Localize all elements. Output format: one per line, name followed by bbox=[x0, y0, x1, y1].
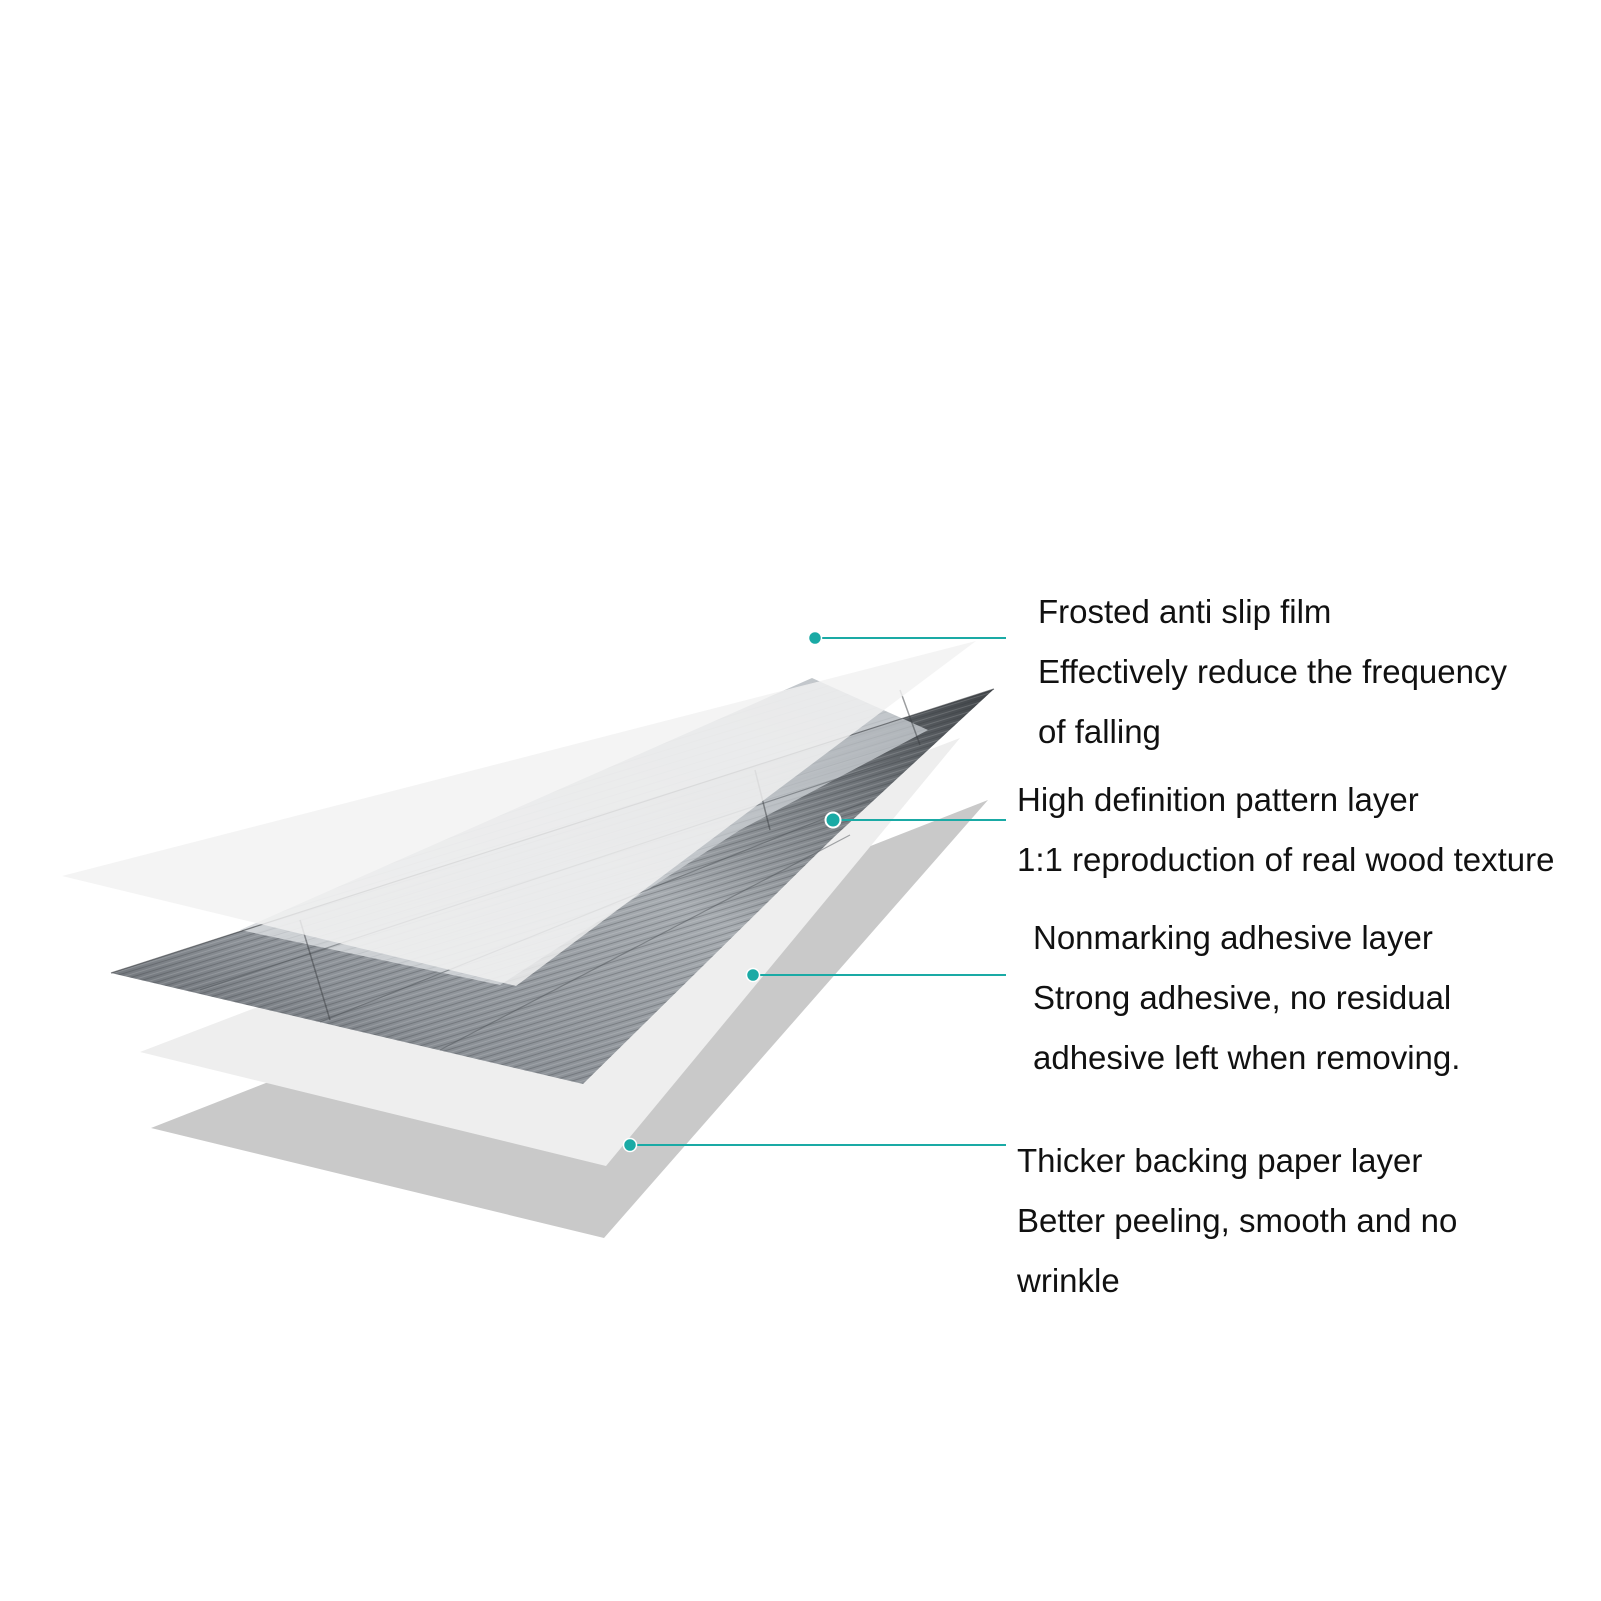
label-film-desc-1: Effectively reduce the frequency bbox=[1038, 653, 1507, 690]
label-adhesive-layer: Nonmarking adhesive layer Strong adhesiv… bbox=[1033, 908, 1460, 1088]
label-film-desc-2: of falling bbox=[1038, 713, 1161, 750]
leader-dot-adhesive bbox=[745, 967, 761, 983]
label-adhesive-title: Nonmarking adhesive layer bbox=[1033, 919, 1433, 956]
label-pattern-layer: High definition pattern layer 1:1 reprod… bbox=[1017, 770, 1555, 890]
label-backing-title: Thicker backing paper layer bbox=[1017, 1142, 1423, 1179]
label-pattern-desc-1: 1:1 reproduction of real wood texture bbox=[1017, 841, 1555, 878]
leader-dot-pattern bbox=[824, 811, 842, 829]
leader-backing bbox=[622, 1137, 1006, 1153]
leader-adhesive bbox=[745, 967, 1006, 983]
label-pattern-title: High definition pattern layer bbox=[1017, 781, 1419, 818]
leader-dot-film bbox=[807, 630, 823, 646]
label-backing-desc-1: Better peeling, smooth and no bbox=[1017, 1202, 1458, 1239]
frosted-film-layer bbox=[62, 641, 976, 986]
label-adhesive-desc-2: adhesive left when removing. bbox=[1033, 1039, 1461, 1076]
label-frosted-film: Frosted anti slip film Effectively reduc… bbox=[1038, 582, 1507, 762]
label-backing-desc-2: wrinkle bbox=[1017, 1262, 1120, 1299]
leader-pattern bbox=[824, 811, 1006, 829]
label-adhesive-desc-1: Strong adhesive, no residual bbox=[1033, 979, 1452, 1016]
leader-dot-backing bbox=[622, 1137, 638, 1153]
leader-film bbox=[807, 630, 1006, 646]
label-backing-layer: Thicker backing paper layer Better peeli… bbox=[1017, 1131, 1457, 1311]
label-film-title: Frosted anti slip film bbox=[1038, 593, 1332, 630]
